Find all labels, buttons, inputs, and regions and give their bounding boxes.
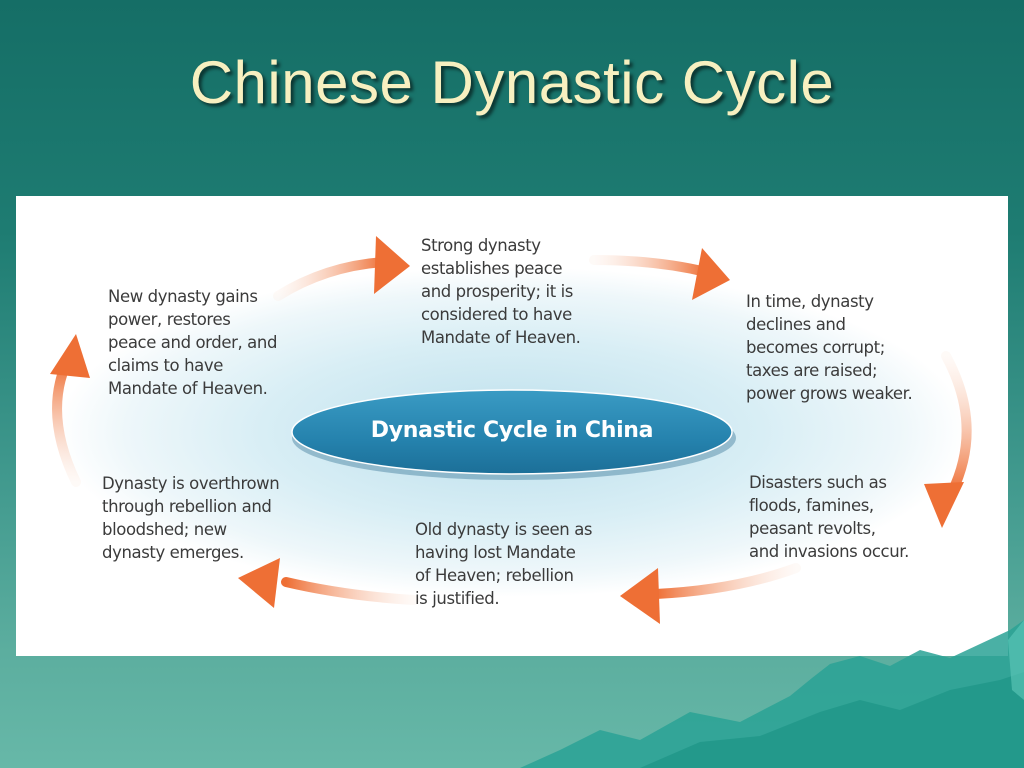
step-line: peasant revolts, bbox=[749, 519, 876, 538]
arrow-strong-to-decline bbox=[589, 248, 730, 300]
step-strong-dynasty: Strong dynasty establishes peace and pro… bbox=[421, 234, 581, 349]
step-line: Mandate of Heaven. bbox=[421, 328, 581, 347]
step-overthrown: Dynasty is overthrown through rebellion … bbox=[102, 472, 280, 564]
step-line: Dynasty is overthrown bbox=[102, 474, 280, 493]
slide-title: Chinese Dynastic Cycle bbox=[189, 49, 835, 116]
step-line: establishes peace bbox=[421, 259, 563, 278]
step-line: having lost Mandate bbox=[415, 543, 576, 562]
step-line: and prosperity; it is bbox=[421, 282, 573, 301]
step-line: considered to have bbox=[421, 305, 572, 324]
step-line: Strong dynasty bbox=[421, 236, 541, 255]
step-line: Mandate of Heaven. bbox=[108, 379, 268, 398]
step-line: declines and bbox=[746, 315, 846, 334]
arrow-new-to-strong bbox=[273, 236, 410, 301]
step-line: taxes are raised; bbox=[746, 361, 878, 380]
arrow-disasters-to-lost bbox=[620, 563, 801, 624]
hub-ellipse bbox=[291, 389, 733, 475]
step-line: and invasions occur. bbox=[749, 542, 909, 561]
step-line: floods, famines, bbox=[749, 496, 874, 515]
step-line: power, restores bbox=[108, 310, 231, 329]
step-line: Old dynasty is seen as bbox=[415, 520, 593, 539]
step-line: is justified. bbox=[415, 589, 500, 608]
step-line: bloodshed; new bbox=[102, 520, 227, 539]
arrow-decline-to-disasters bbox=[924, 351, 972, 528]
step-line: peace and order, and bbox=[108, 333, 278, 352]
step-line: In time, dynasty bbox=[746, 292, 874, 311]
step-line: New dynasty gains bbox=[108, 287, 258, 306]
step-line: becomes corrupt; bbox=[746, 338, 885, 357]
hub-label: Dynastic Cycle in China bbox=[370, 418, 654, 443]
step-line: claims to have bbox=[108, 356, 223, 375]
step-disasters: Disasters such as floods, famines, peasa… bbox=[749, 471, 909, 563]
step-line: of Heaven; rebellion bbox=[415, 566, 574, 585]
step-line: Disasters such as bbox=[749, 473, 887, 492]
step-new-dynasty: New dynasty gains power, restores peace … bbox=[108, 285, 277, 400]
step-decline: In time, dynasty declines and becomes co… bbox=[746, 290, 913, 405]
diagram-graphics bbox=[50, 236, 972, 624]
cycle-diagram: Dynastic Cycle in China Strong dynasty e… bbox=[16, 196, 1008, 656]
step-lost-mandate: Old dynasty is seen as having lost Manda… bbox=[415, 518, 593, 610]
arrow-lost-to-overthrown bbox=[238, 558, 419, 608]
step-line: power grows weaker. bbox=[746, 384, 913, 403]
step-line: through rebellion and bbox=[102, 497, 272, 516]
step-line: dynasty emerges. bbox=[102, 543, 244, 562]
arrow-overthrown-to-new bbox=[50, 334, 90, 487]
